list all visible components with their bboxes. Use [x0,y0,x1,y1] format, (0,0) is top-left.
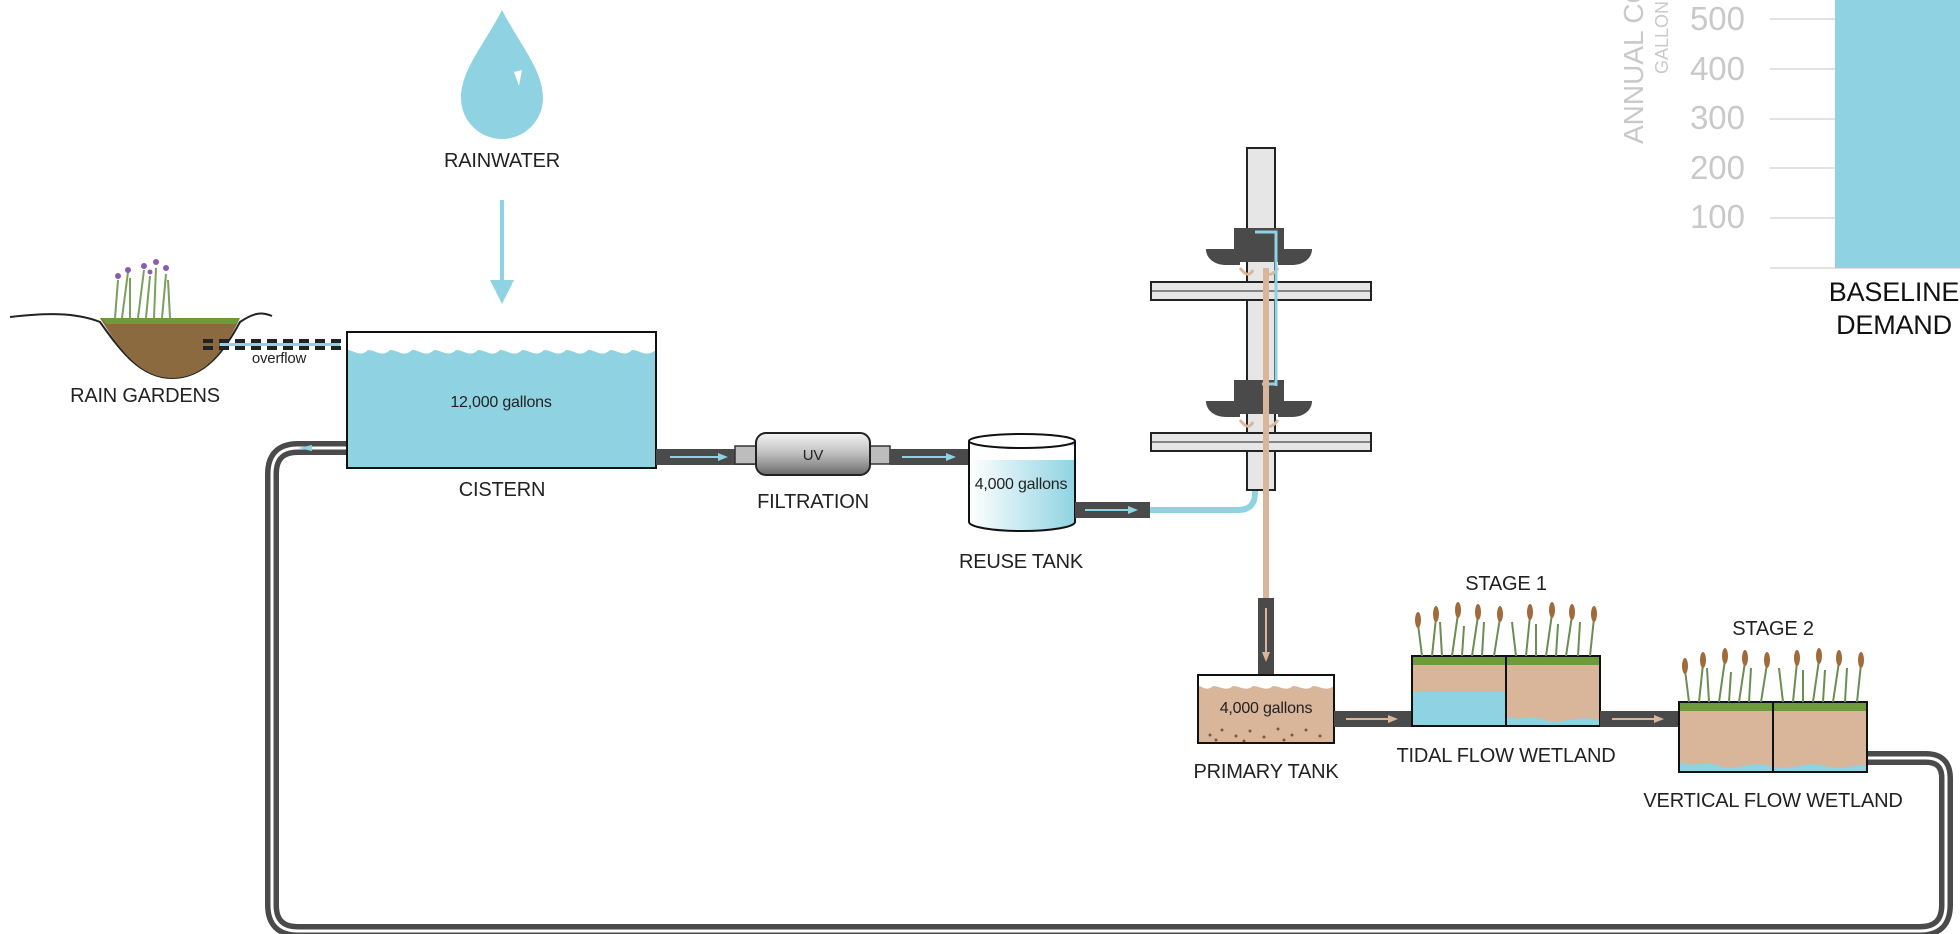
rain-gardens-label: RAIN GARDENS [70,385,220,407]
rainwater-label: RAINWATER [444,150,560,172]
chart-y-axis-label: ANNUAL CON [1618,0,1649,144]
baseline-demand-label: BASELINE DEMAND [1828,276,1960,342]
pipe-reuse-to-building [1075,232,1258,518]
reuse-capacity: 4,000 gallons [974,476,1068,493]
pipe-stage1-to-stage2 [1600,711,1679,727]
chart-y-axis-unit: GALLON [1652,0,1672,74]
baseline-demand-label-line2: DEMAND [1836,310,1952,340]
uv-label: UV [802,447,824,464]
tidal-flow-wetland [1411,602,1601,727]
stage1-label: STAGE 1 [1465,573,1547,595]
primary-capacity: 4,000 gallons [1219,700,1313,717]
chart-tick-label: 200 [1689,149,1745,186]
stage2-label: STAGE 2 [1732,618,1814,640]
baseline-demand-bar [1835,0,1960,268]
chart-tick-label: 400 [1689,50,1745,87]
chart-tick-label: 100 [1689,198,1745,235]
down-arrow-icon [490,200,514,304]
pipe-cistern-to-uv [656,449,756,465]
pipe-to-primary-tank [1258,598,1274,675]
vertical-flow-wetland-label: VERTICAL FLOW WETLAND [1643,790,1903,812]
building-section [1150,147,1372,600]
return-loop-pipe [265,441,1953,934]
reed-grass-icon [1417,613,1595,657]
demand-chart [1770,0,1960,269]
cistern-capacity: 12,000 gallons [450,394,552,411]
rainwater-drop-icon [461,10,543,139]
primary-tank-label: PRIMARY TANK [1193,761,1339,783]
rain-garden [9,259,273,380]
cistern-label: CISTERN [458,479,546,501]
reuse-tank-label: REUSE TANK [959,551,1083,573]
tidal-flow-wetland-label: TIDAL FLOW WETLAND [1396,745,1616,767]
vertical-flow-wetland [1678,648,1868,773]
baseline-demand-label-line1: BASELINE [1828,277,1960,307]
cistern-tank [346,331,657,469]
pipe-primary-to-stage1 [1334,711,1412,727]
pipe-uv-to-reuse [890,449,970,465]
primary-tank [1197,674,1335,744]
chart-tick-label: 300 [1689,99,1745,136]
reed-grass-icon [1684,659,1862,703]
uv-filter [734,432,891,476]
reuse-tank [968,433,1076,532]
overflow-line [203,339,347,350]
chart-tick-label: 500 [1689,0,1745,37]
overflow-label: overflow [251,350,307,367]
filtration-label: FILTRATION [757,491,869,513]
